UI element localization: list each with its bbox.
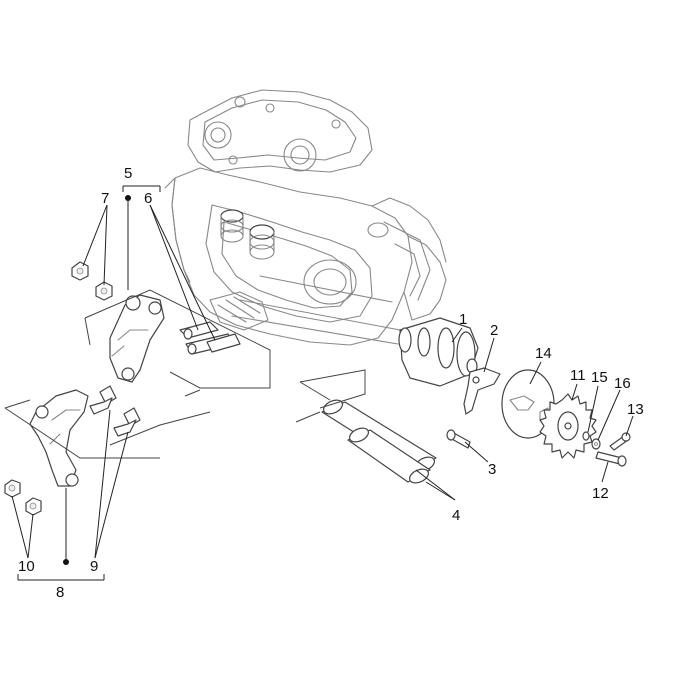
label-12: 12 [592,485,609,502]
label-1: 1 [459,311,467,328]
bolt-13 [609,432,631,451]
group-8-bracket [17,488,105,581]
nut-10b [25,497,42,516]
label-3: 3 [488,461,496,478]
nut-7a [71,261,89,281]
label-5: 5 [124,165,132,182]
label-16: 16 [614,375,631,392]
assembly-frames [4,289,366,459]
group-5-bracket [122,185,161,290]
label-9: 9 [90,558,98,575]
part-labels: 5 7 6 1 2 14 11 15 16 13 3 12 4 10 9 8 [18,165,644,601]
pin-9a [89,385,117,415]
label-6: 6 [144,190,152,207]
label-13: 13 [627,401,644,418]
label-8: 8 [56,584,64,601]
cam-sprocket [539,393,597,459]
upper-rocker-arm [109,294,165,383]
camshaft [398,317,479,387]
label-2: 2 [490,322,498,339]
label-7: 7 [101,190,109,207]
label-11: 11 [570,367,586,384]
bolt-12 [595,451,627,467]
nut-7b [95,281,113,301]
lower-rocker-arm [29,389,89,487]
cylinder-head [164,89,447,346]
leader-lines [11,204,634,559]
pin-9b [113,407,141,437]
label-15: 15 [591,369,608,386]
nut-10a [4,479,21,498]
washer-16 [591,438,601,450]
bolt-3 [446,429,471,449]
label-10: 10 [18,558,35,575]
washer-15 [582,431,590,441]
label-14: 14 [535,345,552,362]
rocker-shafts [179,321,241,355]
tube-4b [347,427,431,484]
label-4: 4 [452,507,460,524]
decompressor-plate [463,367,501,415]
